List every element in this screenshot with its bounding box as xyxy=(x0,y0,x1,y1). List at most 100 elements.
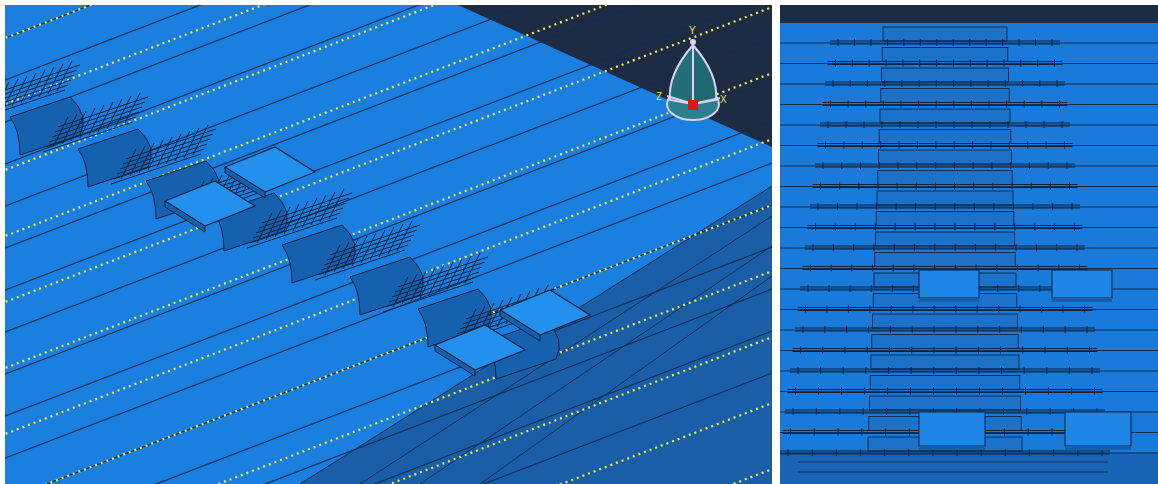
rebar-mesh xyxy=(879,162,880,169)
rebar-mesh xyxy=(800,347,801,354)
rebar-mesh xyxy=(837,203,838,210)
shape xyxy=(266,210,281,240)
rebar-mesh xyxy=(973,162,974,169)
rebar-mesh xyxy=(934,306,935,313)
rebar-mesh xyxy=(869,306,870,313)
duct-shell xyxy=(883,27,1007,41)
rebar-mesh xyxy=(860,449,861,456)
rebar-mesh xyxy=(953,39,954,46)
rebar-mesh xyxy=(1048,162,1049,169)
shape xyxy=(397,221,412,251)
rebar-mesh xyxy=(839,183,840,190)
rebar-mesh xyxy=(1077,449,1078,456)
rebar-mesh xyxy=(935,142,936,149)
rebar-mesh xyxy=(998,306,999,313)
rebar-mesh xyxy=(1094,388,1095,395)
bearing-plate xyxy=(1065,446,1131,450)
rebar-mesh xyxy=(986,39,987,46)
rebar-mesh xyxy=(956,388,957,395)
rebar-mesh xyxy=(936,60,937,67)
rebar-mesh xyxy=(1029,449,1030,456)
rebar-mesh xyxy=(916,162,917,169)
rebar-mesh xyxy=(912,326,913,333)
rebar-mesh xyxy=(1062,121,1063,128)
rebar-mesh xyxy=(841,162,842,169)
rebar-mesh xyxy=(828,64,1063,65)
rebar-mesh xyxy=(915,203,916,210)
duct-shell xyxy=(870,396,1021,410)
rebar-mesh xyxy=(865,101,866,108)
shape xyxy=(116,96,131,126)
bearing-plate xyxy=(435,345,475,376)
shape xyxy=(327,230,417,260)
joint-line xyxy=(780,350,1158,351)
rebar-mesh xyxy=(868,326,869,333)
rebar-mesh xyxy=(813,184,1078,185)
rebar-mesh xyxy=(798,367,799,374)
rebar-mesh xyxy=(848,306,849,313)
rebar-mesh xyxy=(1002,39,1003,46)
rebar-mesh xyxy=(816,408,817,415)
rebar-mesh xyxy=(955,244,956,251)
rebar-mesh xyxy=(793,408,794,415)
rebar-mesh xyxy=(1022,347,1023,354)
rebar-mesh xyxy=(864,388,865,395)
duct-shell xyxy=(879,150,1012,164)
duct-shell xyxy=(876,232,1015,246)
shape xyxy=(352,236,367,266)
rebar-mesh xyxy=(977,326,978,333)
rebar-mesh xyxy=(820,367,821,374)
rebar-mesh xyxy=(1000,347,1001,354)
rebar-mesh xyxy=(818,388,819,395)
joint-line xyxy=(780,186,1158,187)
rebar-mesh xyxy=(848,101,849,108)
tendon-line xyxy=(5,136,772,436)
rebar-mesh xyxy=(846,121,847,128)
rebar-mesh xyxy=(43,93,148,152)
shape xyxy=(402,274,417,304)
joint-line xyxy=(780,166,1158,167)
shape xyxy=(247,218,337,248)
shape xyxy=(5,79,18,109)
rebar-mesh xyxy=(850,80,851,87)
rebar-mesh xyxy=(920,39,921,46)
rebar-mesh xyxy=(957,449,958,456)
rebar-mesh xyxy=(987,60,988,67)
rebar-mesh xyxy=(997,285,998,292)
rebar-mesh xyxy=(5,61,80,120)
rebar-mesh xyxy=(894,244,895,251)
rebar-mesh xyxy=(978,367,979,374)
rebar-mesh xyxy=(989,101,990,108)
rebar-mesh xyxy=(1022,80,1023,87)
rebar-mesh xyxy=(1020,60,1021,67)
rebar-mesh xyxy=(1053,449,1054,456)
axis-triad xyxy=(667,39,720,120)
rebar-mesh xyxy=(973,183,974,190)
rebar-mesh xyxy=(844,347,845,354)
shape xyxy=(315,250,405,280)
rebar-mesh xyxy=(972,121,973,128)
rebar-mesh xyxy=(785,410,1105,411)
rebar-mesh xyxy=(861,429,862,436)
joint-line xyxy=(780,125,1158,126)
rebar-mesh xyxy=(954,162,955,169)
shape xyxy=(393,277,408,307)
shape xyxy=(275,207,290,237)
shape xyxy=(57,61,72,91)
duct-shell xyxy=(871,355,1019,369)
rebar-mesh xyxy=(972,142,973,149)
rebar-mesh xyxy=(1069,183,1070,190)
rebar-mesh xyxy=(805,246,1085,247)
rebar-mesh xyxy=(1077,244,1078,251)
tendon-line xyxy=(5,466,772,484)
rebar-mesh xyxy=(1067,347,1068,354)
rebar-mesh xyxy=(1005,449,1006,456)
rebar-mesh xyxy=(935,162,936,169)
rebar-mesh xyxy=(1059,101,1060,108)
tendon-line xyxy=(5,334,772,484)
shape xyxy=(125,93,140,123)
rebar-mesh xyxy=(956,347,957,354)
rebar-mesh xyxy=(814,429,815,436)
shape xyxy=(89,105,104,135)
rebar-mesh xyxy=(1020,306,1021,313)
